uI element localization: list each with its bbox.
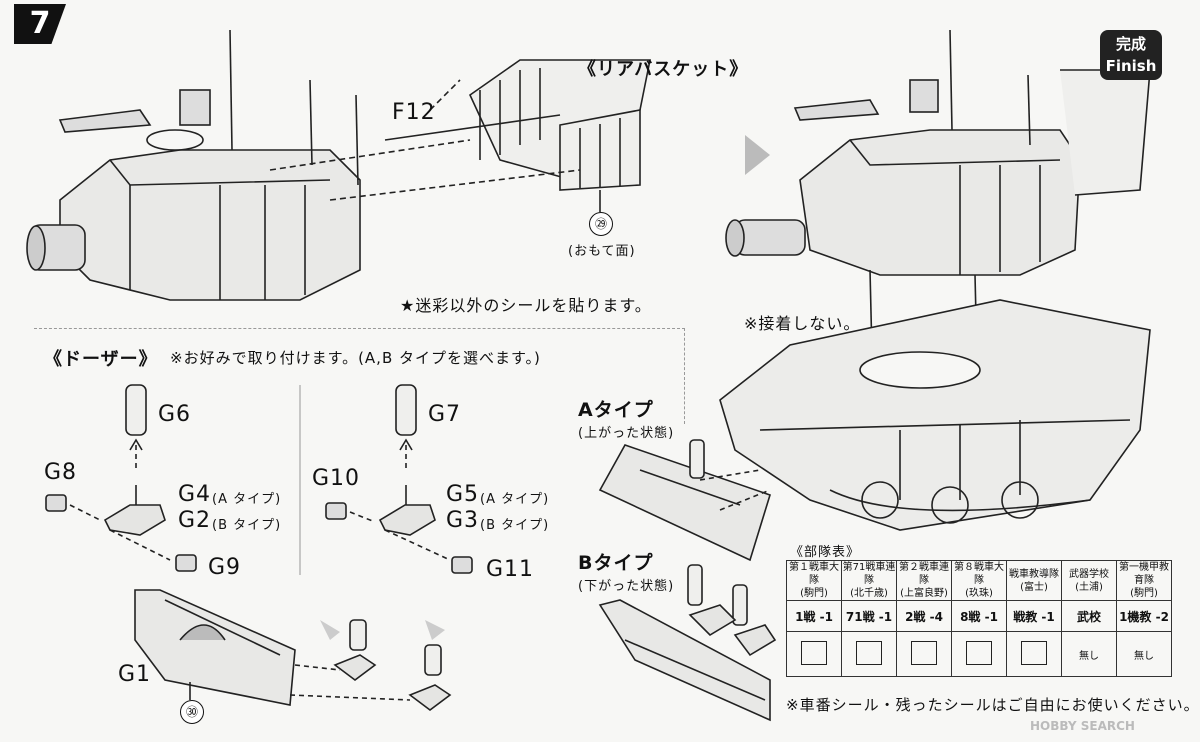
emblem-icon bbox=[911, 640, 937, 665]
sticker-note: ★迷彩以外のシールを貼ります。 bbox=[400, 296, 652, 315]
unit-table: 第１戦車大隊(駒門) 第71戦車連隊(北千歳) 第２戦車連隊(上富良野) 第８戦… bbox=[786, 560, 1172, 677]
dozer-parts-left bbox=[45, 384, 197, 572]
part-label-g3: G3 bbox=[446, 508, 480, 533]
part-label-g5: G5 bbox=[446, 482, 480, 507]
unit-code: 2戦 -4 bbox=[896, 600, 952, 632]
unit-header: 戦車教導隊(富士) bbox=[1006, 560, 1062, 601]
turret-illustration-right bbox=[725, 29, 1151, 276]
dozer-title: 《ドーザー》 bbox=[44, 349, 158, 370]
part-label-g6: G6 bbox=[158, 402, 192, 427]
no-glue-note: ※接着しない。 bbox=[744, 314, 861, 333]
unit-header: 第71戦車連隊(北千歳) bbox=[841, 560, 897, 601]
unit-header: 第２戦車連隊(上富良野) bbox=[896, 560, 952, 601]
dozer-note: ※お好みで取り付けます。(A,B タイプを選べます。) bbox=[170, 349, 541, 367]
type-b-sub: (下がった状態) bbox=[578, 579, 675, 594]
face-note: (おもて面) bbox=[568, 244, 636, 259]
unit-code: 戦教 -1 bbox=[1006, 600, 1062, 632]
part-label-g2: G2 bbox=[178, 508, 212, 533]
unit-header: 第８戦車大隊(玖珠) bbox=[951, 560, 1007, 601]
step-circle-30: ㉚ bbox=[180, 700, 204, 724]
unit-code: 1戦 -1 bbox=[786, 600, 842, 632]
turret-illustration-left bbox=[26, 29, 361, 301]
step-circle-29: ㉙ bbox=[589, 212, 613, 236]
finish-jp: 完成 bbox=[1115, 35, 1146, 53]
unit-emblem-none: 無し bbox=[1116, 631, 1172, 677]
dozer-parts-right bbox=[325, 384, 473, 574]
unit-code: 8戦 -1 bbox=[951, 600, 1007, 632]
dozer-blade-g1 bbox=[134, 589, 452, 711]
part-label-g4: G4 bbox=[178, 482, 212, 507]
part-label-g8: G8 bbox=[44, 460, 78, 485]
part-type-g5: (A タイプ) bbox=[480, 492, 550, 507]
part-type-g4: (A タイプ) bbox=[212, 492, 282, 507]
rear-basket-title: 《リアバスケット》 bbox=[578, 59, 749, 80]
watermark: HOBBY SEARCH bbox=[1030, 719, 1135, 733]
bottom-note: ※車番シール・残ったシールはご自由にお使いください。 bbox=[786, 696, 1200, 714]
unit-emblem-none: 無し bbox=[1061, 631, 1117, 677]
part-type-g2: (B タイプ) bbox=[212, 518, 282, 533]
unit-table-title: 《部隊表》 bbox=[790, 545, 861, 560]
part-label-g1: G1 bbox=[118, 662, 152, 687]
part-label-g9: G9 bbox=[208, 555, 242, 580]
unit-code: 1機教 -2 bbox=[1116, 600, 1172, 632]
part-label-g10: G10 bbox=[312, 466, 361, 491]
emblem-icon bbox=[801, 640, 827, 665]
dozer-blade-a-type bbox=[598, 439, 771, 562]
unit-code: 武校 bbox=[1061, 600, 1117, 632]
part-label-g7: G7 bbox=[428, 402, 462, 427]
hull-illustration bbox=[719, 299, 1151, 531]
part-type-g3: (B タイプ) bbox=[480, 518, 550, 533]
dozer-section-border bbox=[34, 328, 685, 424]
unit-header: 第一機甲教育隊(駒門) bbox=[1116, 560, 1172, 601]
unit-header: 武器学校(土浦) bbox=[1061, 560, 1117, 601]
unit-code: 71戦 -1 bbox=[841, 600, 897, 632]
emblem-icon bbox=[966, 640, 992, 665]
dozer-blade-b-type bbox=[598, 564, 777, 722]
step-number-badge: 7 bbox=[14, 4, 66, 44]
emblem-icon bbox=[856, 640, 882, 665]
finish-badge: 完成 Finish bbox=[1100, 30, 1162, 80]
unit-header: 第１戦車大隊(駒門) bbox=[786, 560, 842, 601]
emblem-icon bbox=[1021, 640, 1047, 665]
type-b-title: Bタイプ bbox=[578, 552, 654, 574]
finish-en: Finish bbox=[1105, 57, 1157, 75]
type-a-sub: (上がった状態) bbox=[578, 426, 675, 441]
part-label-f12: F12 bbox=[392, 100, 436, 125]
part-label-g11: G11 bbox=[486, 557, 535, 582]
type-a-title: Aタイプ bbox=[578, 399, 654, 421]
